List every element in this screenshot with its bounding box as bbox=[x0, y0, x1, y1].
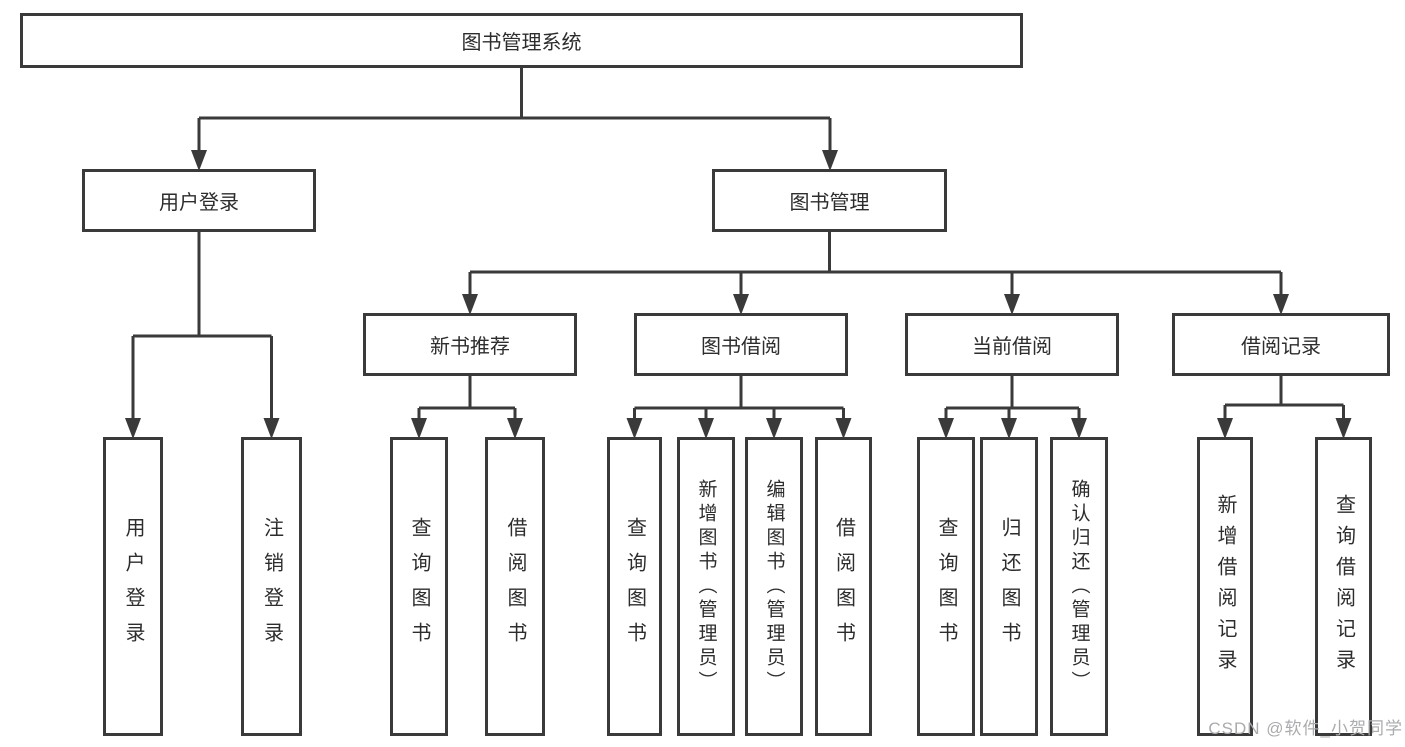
node-library-management-system: 图书管理系统 bbox=[20, 13, 1023, 68]
leaf-borrow-books-borrowing: 借阅图书 bbox=[815, 437, 872, 736]
leaf-logout: 注销登录 bbox=[241, 437, 302, 736]
arrowheads bbox=[125, 150, 1352, 439]
leaf-return-book: 归还图书 bbox=[980, 437, 1038, 736]
leaf-add-book-admin: 新增图书（管理员） bbox=[677, 437, 735, 736]
node-borrowing-records: 借阅记录 bbox=[1172, 313, 1390, 376]
node-current-borrowing: 当前借阅 bbox=[905, 313, 1119, 376]
node-book-management: 图书管理 bbox=[712, 169, 947, 232]
leaf-query-books-borrowing: 查询图书 bbox=[607, 437, 662, 736]
node-user-login: 用户登录 bbox=[82, 169, 316, 232]
leaf-add-borrow-record: 新增借阅记录 bbox=[1197, 437, 1253, 736]
leaf-borrow-books-recommend: 借阅图书 bbox=[485, 437, 545, 736]
leaf-user-login: 用户登录 bbox=[103, 437, 163, 736]
connector-segments bbox=[131, 67, 1345, 422]
node-book-borrowing: 图书借阅 bbox=[634, 313, 848, 376]
leaf-query-books-recommend: 查询图书 bbox=[390, 437, 448, 736]
watermark: CSDN @软件_小贺同学 bbox=[1208, 719, 1403, 738]
leaf-edit-book-admin: 编辑图书（管理员） bbox=[745, 437, 803, 736]
leaf-query-books-current: 查询图书 bbox=[917, 437, 975, 736]
node-new-book-recommendation: 新书推荐 bbox=[363, 313, 577, 376]
leaf-query-borrow-record: 查询借阅记录 bbox=[1315, 437, 1372, 736]
leaf-confirm-return-admin: 确认归还（管理员） bbox=[1050, 437, 1108, 736]
